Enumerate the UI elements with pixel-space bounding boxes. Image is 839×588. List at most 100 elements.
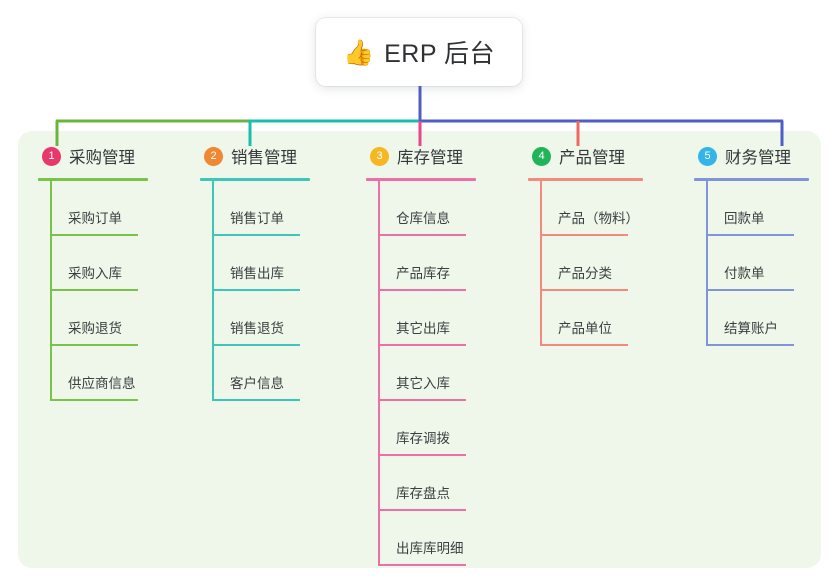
list-item[interactable]: 采购退货 [50,291,148,346]
list-item[interactable]: 仓库信息 [378,181,476,236]
column-spine [540,181,542,346]
list-item-label: 结算账户 [724,321,778,336]
list-item-label: 回款单 [724,211,765,226]
list-item-label: 付款单 [724,266,765,281]
list-item[interactable]: 销售退货 [212,291,310,346]
list-item-label: 采购入库 [68,266,122,281]
list-item-label: 库存调拨 [396,431,450,446]
list-item-rule [378,454,466,456]
list-item-label: 其它入库 [396,376,450,391]
list-item[interactable]: 库存盘点 [378,456,476,511]
item-list: 仓库信息产品库存其它出库其它入库库存调拨库存盘点出库库明细 [366,181,476,566]
list-item[interactable]: 供应商信息 [50,346,148,401]
list-item[interactable]: 库存调拨 [378,401,476,456]
column-header-5[interactable]: 5 财务管理 [694,143,809,169]
column-header-2[interactable]: 2 销售管理 [200,143,310,169]
column-title: 库存管理 [397,149,463,167]
column-items: 仓库信息产品库存其它出库其它入库库存调拨库存盘点出库库明细 [366,181,476,566]
list-item-label: 产品库存 [396,266,450,281]
list-item-label: 出库库明细 [396,541,464,556]
list-item-rule [378,289,466,291]
list-item-rule [50,344,138,346]
list-item-rule [50,289,138,291]
column-title: 采购管理 [69,149,135,167]
list-item-label: 仓库信息 [396,211,450,226]
column-spine [50,181,52,401]
column-header-4[interactable]: 4 产品管理 [528,143,643,169]
list-item-label: 产品（物料） [558,211,639,226]
list-item[interactable]: 回款单 [706,181,809,236]
list-item-rule [50,234,138,236]
list-item[interactable]: 其它出库 [378,291,476,346]
list-item[interactable]: 采购入库 [50,236,148,291]
column-header-rule [366,178,476,181]
column-title: 产品管理 [559,149,625,167]
list-item-label: 销售订单 [230,211,284,226]
list-item-rule [212,289,300,291]
column-items: 产品（物料） 产品分类产品单位 [528,181,643,346]
list-item[interactable]: 产品（物料） [540,181,643,236]
column-header-rule [38,178,148,181]
column-items: 采购订单采购入库采购退货供应商信息 [38,181,148,401]
list-item-rule [212,399,300,401]
list-item-rule [378,509,466,511]
column-items: 销售订单销售出库销售退货客户信息 [200,181,310,401]
root-node-title: ERP 后台 [384,40,496,68]
column-number-badge: 4 [532,146,551,166]
column-header-rule [528,178,643,181]
thumbs-up-icon: 👍 [342,38,375,67]
column-items: 回款单付款单结算账户 [694,181,809,346]
column-header-rule [200,178,310,181]
list-item-rule [706,344,794,346]
list-item[interactable]: 其它入库 [378,346,476,401]
list-item-label: 销售出库 [230,266,284,281]
list-item-rule [378,399,466,401]
list-item-rule [212,344,300,346]
column-title: 销售管理 [231,149,297,167]
list-item[interactable]: 采购订单 [50,181,148,236]
list-item-label: 产品单位 [558,321,612,336]
column-spine [378,181,380,566]
list-item[interactable]: 付款单 [706,236,809,291]
diagram-panel [18,131,821,568]
list-item-label: 客户信息 [230,376,284,391]
list-item-rule [378,234,466,236]
column-spine [212,181,214,401]
item-list: 回款单付款单结算账户 [694,181,809,346]
list-item-rule [212,234,300,236]
list-item[interactable]: 产品分类 [540,236,643,291]
column-5: 5 财务管理回款单付款单结算账户 [694,143,809,346]
list-item[interactable]: 产品单位 [540,291,643,346]
list-item-label: 库存盘点 [396,486,450,501]
column-number-badge: 2 [204,146,223,166]
list-item[interactable]: 销售订单 [212,181,310,236]
list-item-rule [706,289,794,291]
list-item-rule [378,344,466,346]
column-header-3[interactable]: 3 库存管理 [366,143,476,169]
column-4: 4 产品管理产品（物料） 产品分类产品单位 [528,143,643,346]
column-number-badge: 3 [370,146,389,166]
list-item[interactable]: 出库库明细 [378,511,476,566]
item-list: 销售订单销售出库销售退货客户信息 [200,181,310,401]
list-item-rule [50,399,138,401]
list-item-rule [378,564,466,566]
list-item[interactable]: 结算账户 [706,291,809,346]
item-list: 采购订单采购入库采购退货供应商信息 [38,181,148,401]
list-item-label: 采购订单 [68,211,122,226]
list-item-rule [540,289,628,291]
item-list: 产品（物料） 产品分类产品单位 [528,181,643,346]
list-item[interactable]: 客户信息 [212,346,310,401]
list-item-label: 其它出库 [396,321,450,336]
list-item-label: 供应商信息 [68,376,136,391]
column-header-rule [694,178,809,181]
column-2: 2 销售管理销售订单销售出库销售退货客户信息 [200,143,310,401]
column-title: 财务管理 [725,149,791,167]
column-spine [706,181,708,346]
list-item[interactable]: 产品库存 [378,236,476,291]
column-number-badge: 5 [698,146,717,166]
list-item[interactable]: 销售出库 [212,236,310,291]
root-node-card[interactable]: 👍 ERP 后台 [316,18,522,86]
list-item-rule [706,234,794,236]
list-item-label: 产品分类 [558,266,612,281]
